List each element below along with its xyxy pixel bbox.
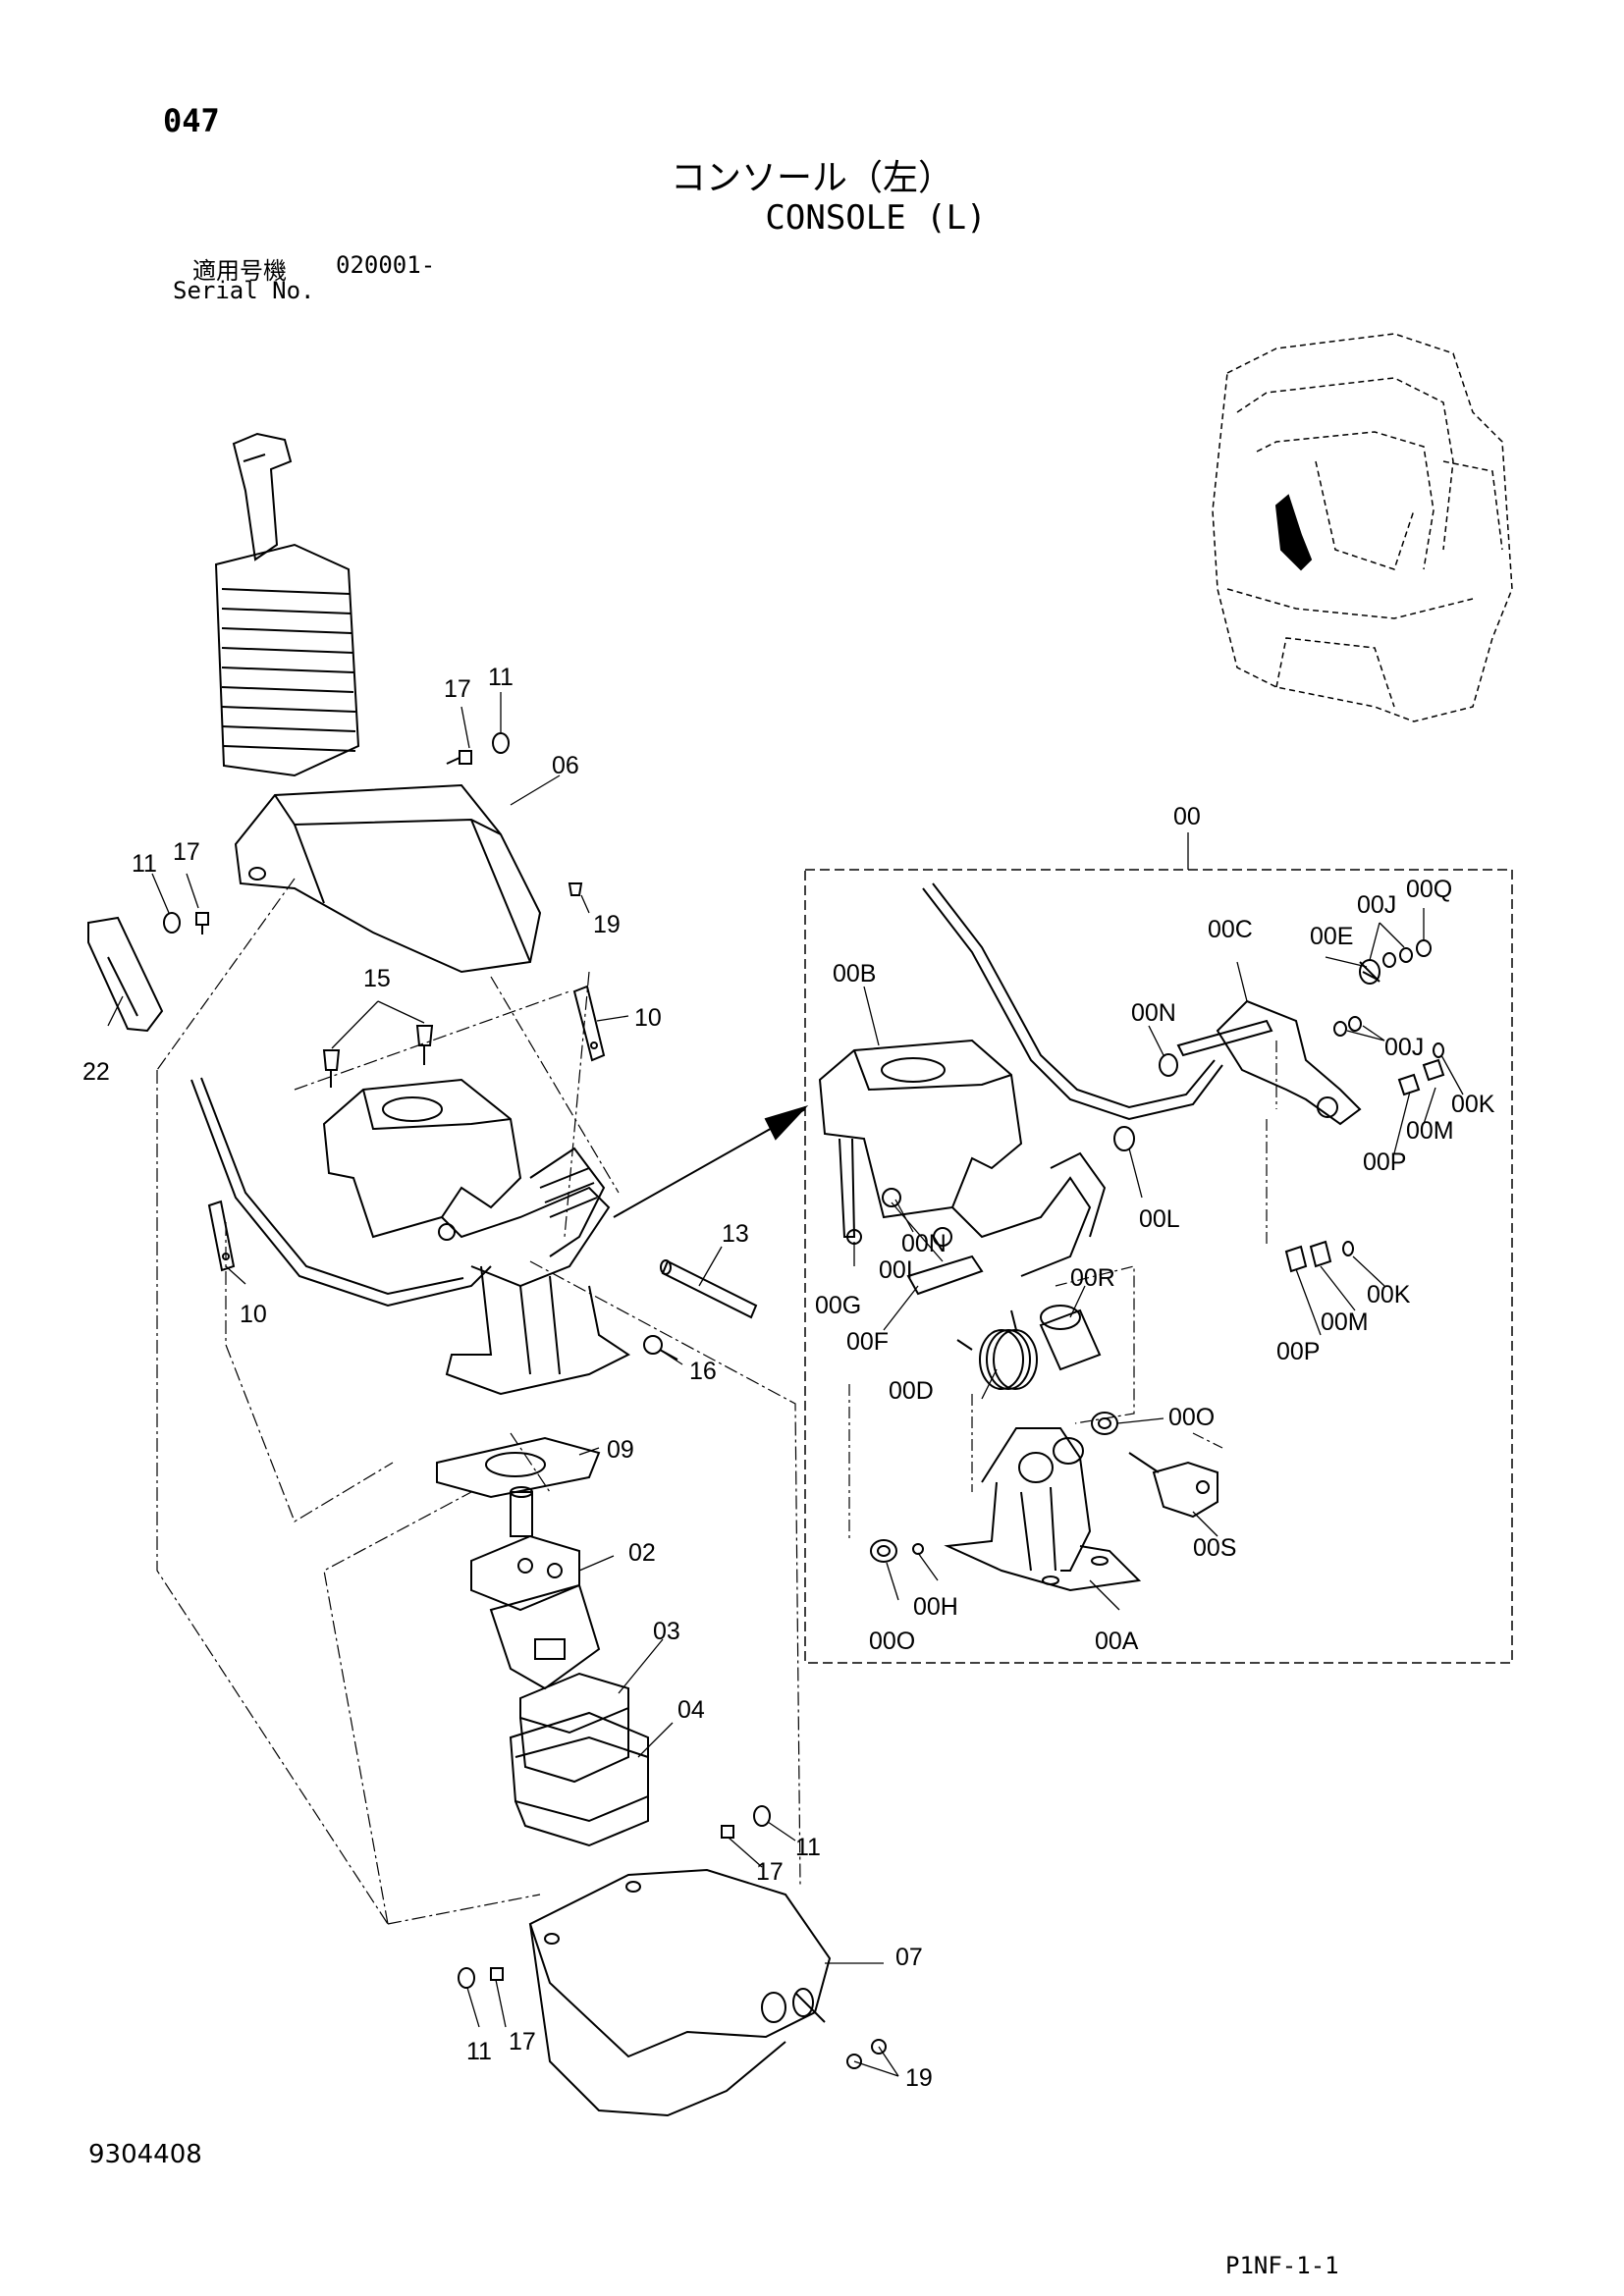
callout-07: 07 [895,1944,923,1971]
boot-part-04 [509,1711,649,1847]
callout-00F: 00F [846,1328,889,1356]
callout-00D: 00D [889,1377,934,1405]
callout-00N: 00N [1131,999,1176,1027]
detail-washers-00O [870,1412,1118,1563]
grip-part-22 [87,916,164,1033]
callout-02: 02 [628,1539,656,1567]
callout-04: 04 [677,1696,705,1724]
detail-lever-rod [922,882,1223,1121]
joystick-lever [232,432,293,561]
alignment-lines [156,878,801,1925]
lower-cover-part-07 [528,1868,832,2117]
joystick-boot [214,543,360,777]
machine-location-thumbnail [1212,333,1513,722]
callout-17: 17 [173,838,200,866]
callout-15: 15 [363,965,391,992]
callout-00N: 00N [901,1230,947,1257]
callout-19: 19 [905,2064,933,2092]
callout-03: 03 [653,1618,680,1645]
page-code: P1NF-1-1 [1225,2252,1339,2279]
callout-16: 16 [689,1358,717,1385]
callout-00S: 00S [1193,1534,1236,1562]
callout-00C: 00C [1208,916,1253,943]
callout-00O: 00O [869,1628,915,1655]
callout-10: 10 [634,1004,662,1032]
callout-11: 11 [466,2038,492,2065]
callout-00P: 00P [1363,1148,1406,1176]
callout-00R: 00R [1070,1264,1115,1292]
bolt-part-15 [322,1025,434,1088]
callout-00K: 00K [1367,1281,1411,1308]
assembly-00-detail-box [804,869,1513,1664]
callout-00: 00 [1173,803,1201,830]
title-english: CONSOLE (L) [765,198,987,238]
callout-00K: 00K [1451,1091,1495,1118]
callout-labels: 17 11 06 11 17 19 15 10 22 10 13 16 09 0… [82,664,1495,2092]
callout-11: 11 [795,1834,821,1861]
leader-lines [107,692,1464,2077]
pilot-valve-part-02 [470,1486,601,1690]
lever-rod [190,1077,492,1308]
gasket-part-09 [436,1436,601,1499]
callout-00G: 00G [815,1292,861,1319]
serial-value: 020001- [336,251,436,279]
callout-00J: 00J [1384,1034,1424,1061]
plate-part-10-upper [572,985,606,1062]
callout-17: 17 [756,1858,784,1886]
callout-09: 09 [607,1436,634,1464]
callout-00P: 00P [1276,1338,1320,1365]
callout-19: 19 [593,911,621,938]
plate-part-10-lower [207,1200,236,1272]
callout-00M: 00M [1321,1308,1369,1336]
callout-00M: 00M [1406,1117,1454,1145]
callout-00O: 00O [1168,1404,1215,1431]
callout-06: 06 [552,752,579,779]
callout-22: 22 [82,1058,110,1086]
detail-collar-00R [1039,1305,1102,1371]
callout-00L: 00L [1139,1205,1180,1233]
detail-bracket-00B [818,1039,1107,1277]
detail-pointer-arrow [764,1104,809,1141]
callout-17: 17 [444,675,471,703]
fastener-group [163,732,887,2069]
serial-label-english: Serial No. [173,277,315,304]
callout-17: 17 [509,2028,536,2056]
highlighted-console [1274,494,1313,571]
callout-00I: 00I [879,1256,913,1284]
cover-part-03 [519,1672,629,1784]
detail-plate-00C [1176,999,1362,1126]
detail-small-parts [846,939,1445,1296]
detail-switch-00S [1128,1452,1218,1519]
pin-part-13 [660,1259,758,1319]
title-japanese: コンソール（左） [670,158,953,198]
page-number: 047 [163,102,220,139]
detail-stand-00A [944,1427,1142,1592]
console-cover-part-06 [234,783,542,974]
callout-00Q: 00Q [1406,876,1452,903]
callout-00H: 00H [913,1593,958,1621]
callout-13: 13 [722,1220,749,1248]
detail-guide-lines [848,1041,1277,1541]
callout-11: 11 [488,664,514,691]
callout-11: 11 [132,850,157,878]
bolt-part-16 [643,1335,678,1361]
drawing-number: 9304408 [88,2140,202,2169]
callout-00A: 00A [1095,1628,1139,1655]
bracket-assembly [322,1078,630,1396]
serial-label-japanese: 適用号機 [192,257,287,285]
callout-00B: 00B [833,960,876,988]
detail-spring-00D [956,1309,1038,1390]
callout-00J: 00J [1357,891,1396,919]
callout-10: 10 [240,1301,267,1328]
callout-00E: 00E [1310,923,1353,950]
